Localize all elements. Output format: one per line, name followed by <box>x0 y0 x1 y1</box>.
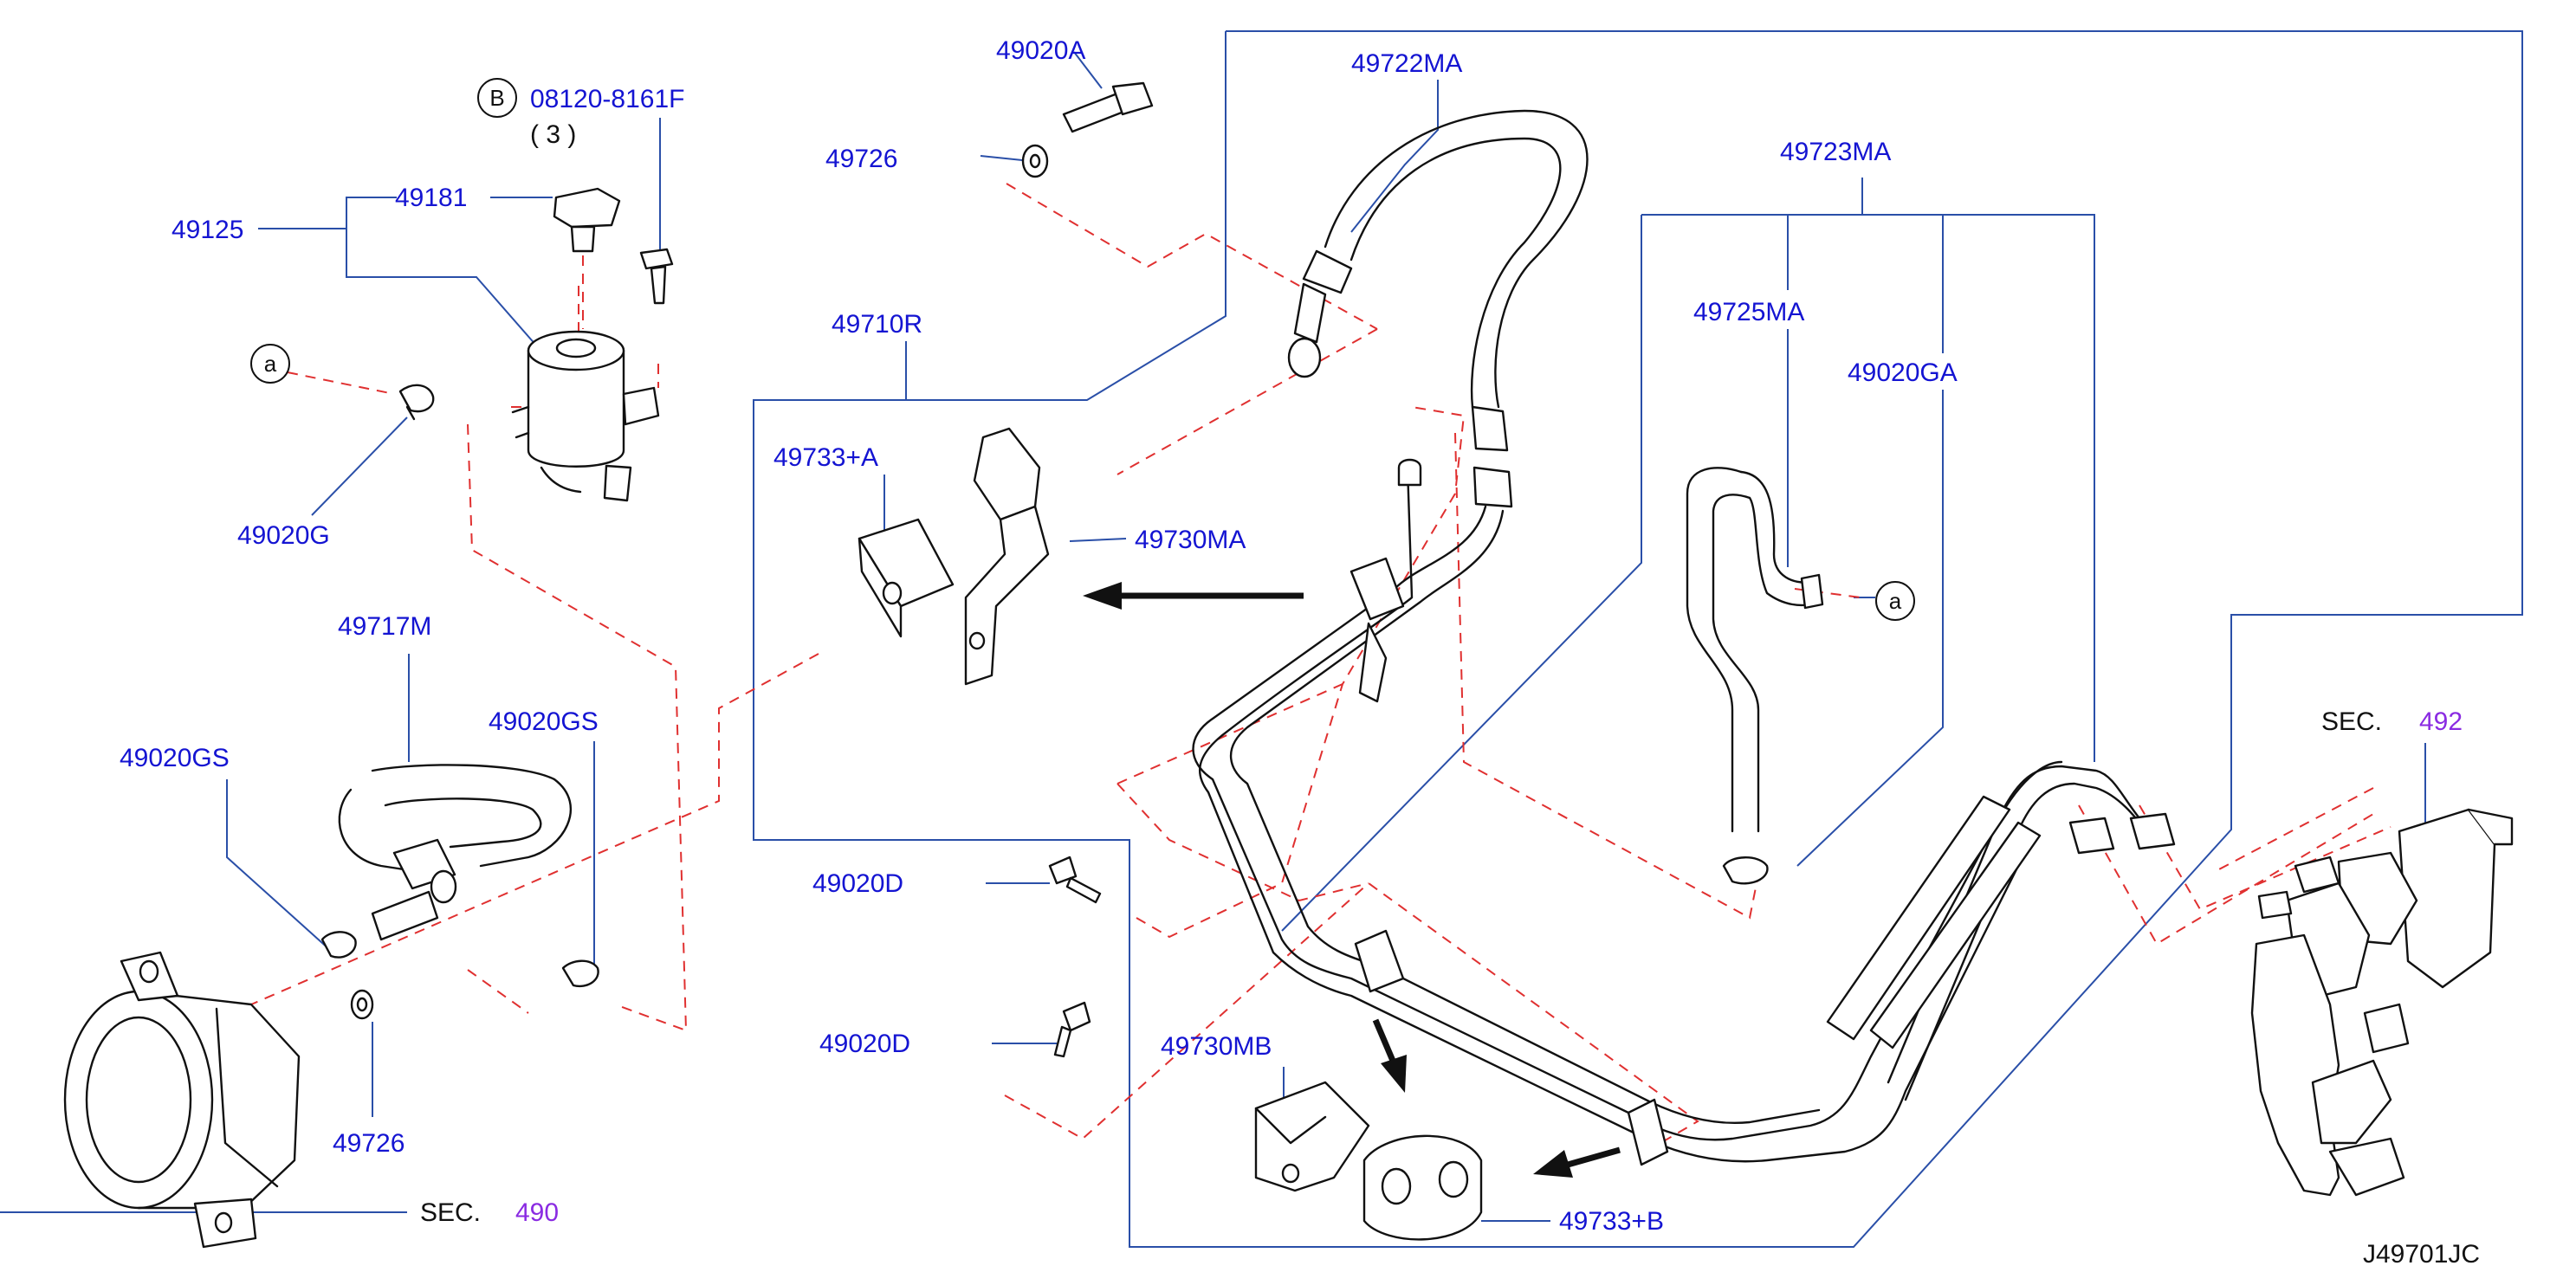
label-49723ma: 49723MA <box>1780 138 1891 166</box>
label-49181: 49181 <box>395 184 467 212</box>
arrow-left-grommet <box>1567 1146 1621 1168</box>
arrow-down-bracket <box>1372 1018 1396 1062</box>
callout-labels: 49020A 49726 49722MA 49723MA 49725MA 490… <box>120 36 1958 1236</box>
hose-49722ma <box>1287 109 1589 508</box>
sec-492-number: 492 <box>2419 707 2463 736</box>
bracket-49730ma <box>964 427 1050 686</box>
document-code: J49701JC <box>2363 1240 2480 1269</box>
label-49733a: 49733+A <box>773 443 878 472</box>
clamp-49020ga <box>1722 856 1769 885</box>
label-49717m: 49717M <box>338 612 431 641</box>
washer-49726-top <box>1021 144 1049 178</box>
label-49020g: 49020G <box>237 521 330 550</box>
assembly-outline-49710r <box>753 30 2523 1248</box>
screw-49020d-lower <box>1053 1001 1091 1058</box>
section-ref-490: SEC. 490 <box>420 1198 559 1227</box>
sec-492-prefix: SEC. <box>2321 707 2382 736</box>
clip-49020gs-left <box>320 931 357 959</box>
label-49726-bottom: 49726 <box>333 1129 405 1158</box>
power-steering-pump <box>63 951 301 1249</box>
hose-49725ma <box>1686 467 1824 833</box>
label-49733b: 49733+B <box>1559 1207 1664 1236</box>
bolt-49020a <box>1062 81 1154 133</box>
leader-49020g <box>311 416 408 516</box>
arrow-head-left-grommet <box>1533 1150 1573 1178</box>
label-49726-top: 49726 <box>825 145 897 173</box>
leader-49723ma-left <box>1281 215 1642 932</box>
marker-b: B <box>477 78 517 118</box>
reservoir-cap-49181 <box>553 187 621 329</box>
leader-49020gs-left <box>226 779 332 952</box>
direction-arrows <box>1083 582 1621 1178</box>
clip-49020gs-right <box>561 959 599 988</box>
leader-49125-tank <box>346 229 538 347</box>
marker-a-right: a <box>1875 581 1915 621</box>
clip-49020g <box>398 384 435 421</box>
label-49710r: 49710R <box>832 310 922 339</box>
label-08120-8161f: 08120-8161F <box>530 85 684 113</box>
pipe-assembly-49710r <box>1192 458 2176 1166</box>
label-49725ma: 49725MA <box>1693 298 1804 326</box>
arrow-head-down-bracket <box>1381 1055 1407 1093</box>
label-08120-quantity: ( 3 ) <box>530 120 576 149</box>
label-49020d-lower: 49020D <box>819 1030 910 1058</box>
label-49020gs-right: 49020GS <box>489 707 599 736</box>
marker-a-left: a <box>250 344 290 384</box>
bracket-49730mb <box>1254 1081 1370 1192</box>
screw-49020d-upper <box>1048 856 1102 904</box>
leader-49125 <box>258 197 397 229</box>
leader-lines <box>0 30 2523 1248</box>
reservoir-tank-49125 <box>511 330 660 502</box>
sec-490-prefix: SEC. <box>420 1198 481 1227</box>
section-ref-492: SEC. 492 <box>2321 707 2463 736</box>
leader-49020ga <box>1796 390 1944 867</box>
washer-49726-bottom <box>350 989 374 1020</box>
label-49020ga: 49020GA <box>1848 358 1958 387</box>
svg-text:a: a <box>1889 588 1902 614</box>
label-49020d-upper: 49020D <box>812 869 903 898</box>
label-49020a: 49020A <box>996 36 1085 65</box>
grommet-49733b <box>1362 1134 1483 1241</box>
label-49125: 49125 <box>172 216 243 244</box>
label-49020gs-left: 49020GS <box>120 744 230 772</box>
sec-490-number: 490 <box>515 1198 559 1227</box>
svg-text:a: a <box>264 351 277 377</box>
grommet-49733a <box>858 518 955 638</box>
label-49722ma: 49722MA <box>1351 49 1462 78</box>
dashed-reference-lines <box>250 183 2392 1153</box>
bolt-08120-8161f <box>639 248 674 305</box>
svg-text:B: B <box>489 85 504 111</box>
leader-49020a <box>1073 51 1103 89</box>
steering-gear <box>2250 808 2514 1197</box>
label-49730mb: 49730MB <box>1161 1032 1272 1061</box>
leader-49722ma <box>1350 80 1439 233</box>
hose-49717m <box>338 764 572 941</box>
leader-49730ma <box>1069 538 1127 542</box>
assembly-outline-49723ma <box>1641 214 2095 762</box>
arrow-head-left-bracket <box>1083 582 1122 610</box>
label-49730ma: 49730MA <box>1135 526 1246 554</box>
